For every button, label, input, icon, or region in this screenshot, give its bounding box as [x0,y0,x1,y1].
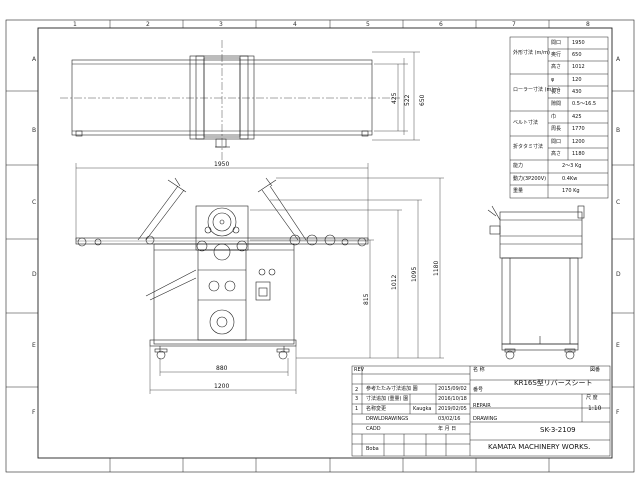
col-label-6: 6 [439,21,443,28]
dim-815: 815 [363,293,370,305]
dim-425: 425 [391,92,398,104]
front-view [75,177,369,360]
dim-1012: 1012 [391,274,398,290]
spec-value: 650 [572,52,582,58]
col-label-1: 1 [73,21,77,28]
row-label-f: F [32,409,36,416]
spec-key: 周長 [551,126,562,132]
rev-text: 名称変更 [366,406,387,412]
spec-key: 高さ [551,151,562,157]
rev-mark: 1 [355,406,359,412]
company-name: KAMATA MACHINERY WORKS. [488,443,591,451]
spec-value: 0.5〜16.5 [572,101,597,107]
spec-value: 1012 [572,64,585,70]
spec-group-power: 動力(3P200V) [513,176,547,182]
spec-value: 1770 [572,126,585,132]
row-label-c: C [32,199,37,206]
rev-label: REV [354,367,365,373]
spec-key: 隙間 [551,101,562,107]
row-label-a-right: A [616,56,621,63]
col-label-5: 5 [366,21,370,28]
spec-group-fold: 折タタミ寸法 [513,144,544,150]
col-label-2: 2 [146,21,150,28]
dim-880: 880 [216,365,228,372]
rev-mark: 2 [355,387,359,393]
spec-value: 1180 [572,151,585,157]
front-view-dims [149,177,444,394]
dim-1180: 1180 [433,260,440,276]
repair-label: REPAIR [473,403,491,409]
rev-mark: 3 [355,396,359,402]
dim-522: 522 [404,94,411,106]
name-label: 名 称 [473,367,485,373]
rev-text: 参考たたみ寸法追加 園 [366,386,418,392]
col-label-7: 7 [512,21,516,28]
spec-key: 間口 [551,139,562,145]
rev-date: 2015/09/02 [438,386,467,392]
spec-key: 高さ [551,64,562,70]
rev-date: 2016/10/18 [438,396,467,402]
spec-value: 2〜3 Kg [562,163,582,169]
spec-group-outer: 外形寸法 (m/m) [513,50,550,56]
row-label-f-right: F [616,409,620,416]
row-label-b: B [32,127,37,134]
col-label-3: 3 [219,21,223,28]
spec-key: 長さ [551,89,562,95]
spec-group-weight: 重量 [513,188,524,194]
spec-group-roller: ローラー寸法 (m/m) [513,87,560,93]
row-label-e-right: E [616,342,620,349]
dim-1950: 1950 [214,161,230,168]
top-view-dims [372,51,420,141]
rev-by: Kaugka [413,406,432,412]
spec-key: 間口 [551,40,562,46]
drawing-no: SK-3-2109 [540,426,576,434]
spec-value: 1950 [572,40,585,46]
dim-1200: 1200 [214,383,230,390]
spec-key: φ [551,77,555,83]
col-label-8: 8 [586,21,590,28]
rev-date: 2019/02/05 [438,406,467,412]
rev-text: 寸法追加 (重量) 園 [366,396,409,402]
row-ticks [6,90,634,388]
row-label-d-right: D [616,271,621,278]
row-label-c-right: C [616,199,621,206]
spec-value: 425 [572,114,582,120]
side-view [487,205,585,360]
cad-label: CADD [366,426,381,432]
drawn-date: 03/02/16 [438,416,461,422]
title-block-lines [351,365,611,457]
spec-group-belt: ベルト寸法 [513,120,539,126]
no-label: 図番 [590,367,601,373]
sign: Boba [366,446,379,452]
dim-1095: 1095 [411,266,418,282]
drawing-name: KR16S型リバースシート [514,379,593,387]
spec-value: 170 Kg [562,188,580,194]
row-label-e: E [32,342,36,349]
overall-width-dim [75,163,369,240]
drawn-label: DRWLDRAWINGS [366,416,409,422]
scale-label: 尺 度 [586,395,598,401]
column-ticks [109,20,550,472]
spec-table-lines [509,36,609,199]
row-label-d: D [32,271,37,278]
no-short: 番号 [473,387,484,393]
spec-group-capacity: 能力 [513,163,524,169]
top-view [60,40,400,160]
row-label-a: A [32,56,37,63]
ymd-label: 年 月 日 [438,426,457,432]
spec-value: 430 [572,89,582,95]
drawing-label: DRAWING [473,416,498,422]
scale-value: 1:10 [588,405,602,412]
col-label-4: 4 [293,21,297,28]
spec-value: 1200 [572,139,585,145]
outer-frame [5,19,635,473]
inner-frame [37,27,613,459]
row-label-b-right: B [616,127,621,134]
spec-value: 0.4Kw [562,176,578,182]
spec-value: 120 [572,77,582,83]
spec-key: 奥行 [551,52,562,58]
dim-650: 650 [419,94,426,106]
spec-key: 巾 [551,114,557,120]
